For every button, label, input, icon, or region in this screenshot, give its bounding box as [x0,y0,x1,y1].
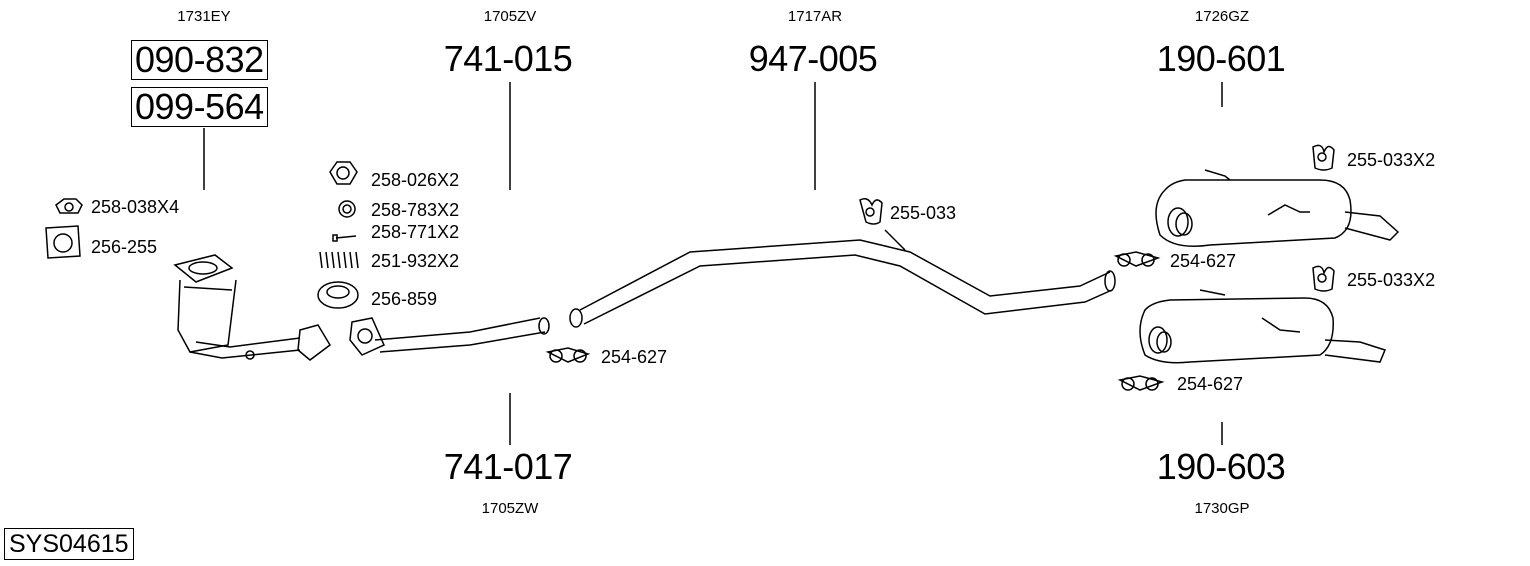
part-258-038x4[interactable]: 258-038X4 [91,197,180,217]
part-256-255[interactable]: 256-255 [91,237,158,257]
nut-258-026-shape [329,161,358,185]
hanger-mid-shape [859,198,883,225]
middle-pipe-shape [569,229,1116,328]
part-099-564[interactable]: 099-564 [131,87,268,127]
part-741-015[interactable]: 741-015 [443,38,573,79]
oe-1726gz: 1726GZ [1194,8,1250,25]
oe-1705zv: 1705ZV [483,8,537,25]
part-741-017[interactable]: 741-017 [443,446,573,487]
clamp-rear-upper-shape [1113,251,1161,267]
front-pipe-shape [349,317,550,356]
ring-256-859-shape [317,281,359,309]
nut-258-783-shape [338,200,356,218]
oe-1717ar: 1717AR [787,8,843,25]
part-251-932x2[interactable]: 251-932X2 [371,251,460,271]
gasket-256-255-shape [45,225,81,259]
clamp-front-shape [545,347,591,363]
part-254-627-front[interactable]: 254-627 [601,347,668,367]
rear-silencer-upper-shape [1155,169,1400,247]
rear-silencer-lower-shape [1139,289,1387,364]
part-256-859[interactable]: 256-859 [371,289,438,309]
part-255-033[interactable]: 255-033 [890,203,957,223]
part-255-033x2-upper[interactable]: 255-033X2 [1347,150,1436,170]
part-190-601[interactable]: 190-601 [1156,38,1286,79]
spring-251-932-shape [319,251,359,269]
part-258-771x2[interactable]: 258-771X2 [371,222,460,242]
part-258-026x2[interactable]: 258-026X2 [371,170,460,190]
part-254-627-rear-upper[interactable]: 254-627 [1170,251,1237,271]
part-255-033x2-lower[interactable]: 255-033X2 [1347,270,1436,290]
part-258-783x2[interactable]: 258-783X2 [371,200,460,220]
clamp-rear-lower-shape [1117,375,1165,391]
nut-258-038-shape [55,198,83,214]
system-code: SYS04615 [4,528,134,560]
oe-1730gp: 1730GP [1194,500,1250,517]
part-090-832[interactable]: 090-832 [131,40,268,80]
hanger-rear-lower-shape [1312,265,1335,292]
bolt-258-771-shape [332,234,357,242]
part-947-005[interactable]: 947-005 [748,38,878,79]
hanger-rear-upper-shape [1312,144,1335,171]
oe-1705zw: 1705ZW [481,500,539,517]
part-254-627-rear-lower[interactable]: 254-627 [1177,374,1244,394]
part-190-603[interactable]: 190-603 [1156,446,1286,487]
catalytic-converter-shape [173,254,331,361]
oe-1731ey: 1731EY [177,8,231,25]
